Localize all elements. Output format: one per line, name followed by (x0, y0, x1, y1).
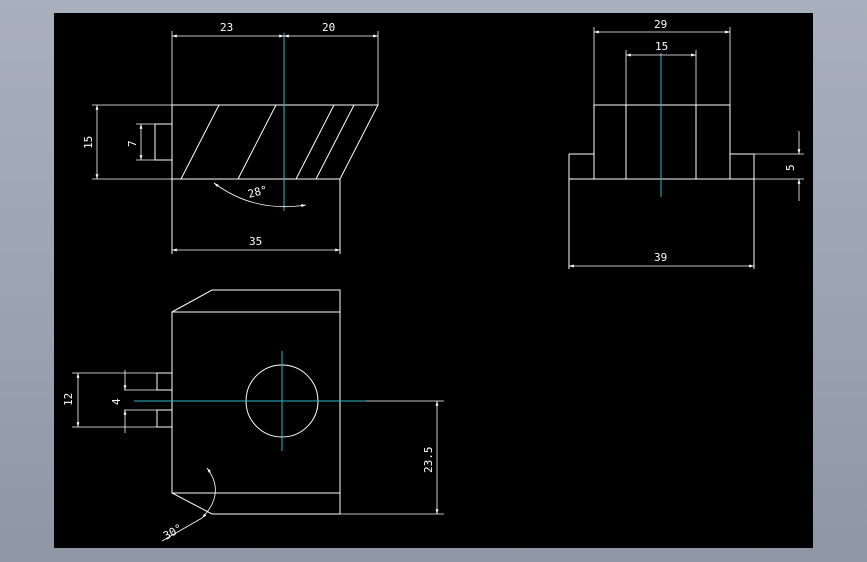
dim-top-20: 20 (322, 21, 335, 34)
dim-side-15: 15 (655, 40, 668, 53)
top-view-outline (171, 104, 379, 180)
side-view-upper-block (593, 104, 731, 180)
dim-front-12: 12 (62, 393, 75, 406)
top-view-slot (154, 123, 172, 161)
front-view: 12 4 23.5 30° (62, 289, 444, 543)
side-view: 29 15 5 39 (568, 18, 804, 269)
top-view: 23 20 15 7 28° 35 (82, 21, 379, 254)
dim-front-23-5: 23.5 (422, 447, 435, 474)
dim-side-39: 39 (654, 251, 667, 264)
front-view-inner-lines (172, 311, 340, 494)
dim-height-15: 15 (82, 136, 95, 149)
top-view-hatch (180, 104, 355, 180)
dim-angle-28: 28° (246, 183, 269, 201)
dim-top-23: 23 (220, 21, 233, 34)
dim-base-35: 35 (249, 235, 262, 248)
front-view-outline (171, 289, 341, 515)
dim-front-4: 4 (110, 398, 123, 405)
dim-side-5: 5 (784, 164, 797, 171)
cad-drawing-canvas[interactable]: 23 20 15 7 28° 35 (54, 13, 813, 548)
dim-front-angle-30: 30° (161, 521, 185, 542)
dim-side-29: 29 (654, 18, 667, 31)
dim-slot-7: 7 (126, 140, 139, 147)
top-view-lower-body (171, 179, 341, 254)
front-view-tabs (156, 372, 172, 428)
side-view-inner-lines (625, 105, 697, 179)
cad-drawing: 23 20 15 7 28° 35 (62, 18, 804, 543)
